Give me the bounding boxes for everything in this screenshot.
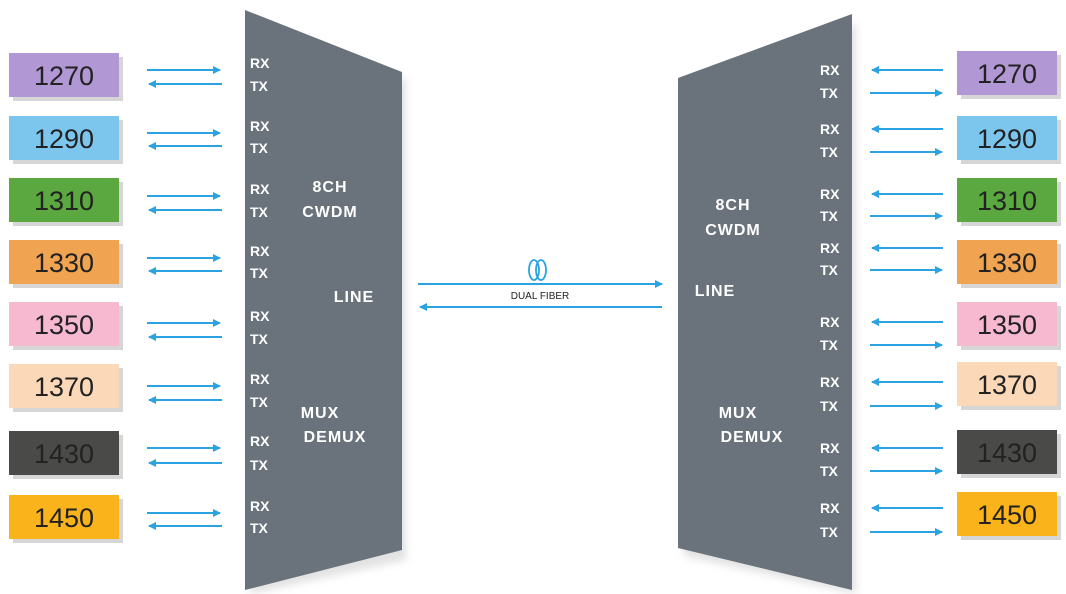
left-wavelength-label: 1370 (34, 372, 94, 402)
left-rx-label: RX (250, 55, 270, 71)
left-channel-1430: 1430 RX TX (9, 431, 270, 479)
left-tx-label: TX (250, 394, 269, 410)
right-channel-1330: 1330 RX TX (820, 240, 1061, 288)
right-tx-label: TX (820, 208, 839, 224)
right-mux-demux: DEMUX (721, 429, 784, 446)
right-channel-1370: 1370 RX TX (820, 362, 1061, 414)
right-channel-1450: 1450 RX TX (820, 492, 1061, 540)
right-tx-label: TX (820, 337, 839, 353)
right-rx-label: RX (820, 500, 840, 516)
left-wavelength-box (9, 431, 119, 475)
right-wavelength-label: 1350 (977, 310, 1037, 340)
left-wavelength-label: 1430 (34, 439, 94, 469)
left-wavelength-box (9, 178, 119, 222)
right-wavelength-box (957, 362, 1057, 406)
left-wavelength-box (9, 116, 119, 160)
right-tx-label: TX (820, 262, 839, 278)
left-channel-1290: 1290 RX TX (9, 116, 270, 164)
right-rx-label: RX (820, 186, 840, 202)
right-mux-body (678, 14, 852, 590)
dual-fiber-label: DUAL FIBER (511, 291, 570, 302)
right-tx-label: TX (820, 144, 839, 160)
right-wavelength-label: 1370 (977, 370, 1037, 400)
left-tx-label: TX (250, 78, 269, 94)
right-channel-1350: 1350 RX TX (820, 302, 1061, 353)
left-wavelength-box (9, 240, 119, 284)
right-wavelength-box (957, 116, 1057, 160)
right-channel-1430: 1430 RX TX (820, 430, 1061, 479)
right-wavelength-box (957, 430, 1057, 474)
right-wavelength-label: 1430 (977, 438, 1037, 468)
right-wavelength-box (957, 240, 1057, 284)
left-rx-label: RX (250, 243, 270, 259)
left-tx-label: TX (250, 457, 269, 473)
left-wavelength-label: 1310 (34, 186, 94, 216)
right-channel-1270: 1270 RX TX (820, 51, 1061, 101)
right-rx-label: RX (820, 62, 840, 78)
right-tx-label: TX (820, 524, 839, 540)
left-wavelength-label: 1450 (34, 503, 94, 533)
left-tx-label: TX (250, 140, 269, 156)
right-channels: 1270RXTX1290RXTX1310RXTX1330RXTX1350RXTX… (820, 51, 1061, 540)
right-wavelength-label: 1310 (977, 186, 1037, 216)
right-rx-label: RX (820, 121, 840, 137)
left-wavelength-box (9, 302, 119, 346)
left-tx-label: TX (250, 331, 269, 347)
right-channel-1290: 1290 RX TX (820, 116, 1061, 164)
fiber-loop-icon (528, 259, 547, 281)
left-wavelength-box (9, 495, 119, 539)
left-wavelength-box (9, 53, 119, 97)
right-wavelength-box (957, 51, 1057, 95)
left-tx-label: TX (250, 204, 269, 220)
right-rx-label: RX (820, 240, 840, 256)
right-wavelength-label: 1330 (977, 248, 1037, 278)
left-channel-1330: 1330 RX TX (9, 240, 270, 288)
right-rx-label: RX (820, 374, 840, 390)
left-channel-1370: 1370 RX TX (9, 364, 270, 412)
left-rx-label: RX (250, 371, 270, 387)
right-wavelength-label: 1270 (977, 59, 1037, 89)
right-mux-cwdm: CWDM (705, 222, 761, 239)
left-wavelength-label: 1350 (34, 310, 94, 340)
left-mux-body (245, 10, 402, 590)
left-mux-8ch: 8CH (312, 179, 347, 196)
right-tx-label: TX (820, 85, 839, 101)
left-rx-label: RX (250, 181, 270, 197)
right-tx-label: TX (820, 463, 839, 479)
left-mux-cwdm: CWDM (302, 204, 358, 221)
left-channel-1350: 1350 RX TX (9, 302, 270, 350)
left-rx-label: RX (250, 308, 270, 324)
left-tx-label: TX (250, 265, 269, 281)
right-wavelength-box (957, 302, 1057, 346)
right-wavelength-box (957, 492, 1057, 536)
left-mux-mux: MUX (301, 405, 340, 422)
left-wavelength-label: 1290 (34, 124, 94, 154)
left-channel-1270: 1270 RX TX (9, 53, 270, 101)
left-wavelength-label: 1270 (34, 61, 94, 91)
left-tx-label: TX (250, 520, 269, 536)
right-tx-label: TX (820, 398, 839, 414)
left-rx-label: RX (250, 118, 270, 134)
right-wavelength-label: 1450 (977, 500, 1037, 530)
right-rx-label: RX (820, 440, 840, 456)
left-mux-line: LINE (334, 289, 374, 306)
right-mux-8ch: 8CH (715, 197, 750, 214)
right-mux-mux: MUX (719, 405, 758, 422)
left-mux-demux: DEMUX (304, 429, 367, 446)
left-rx-label: RX (250, 433, 270, 449)
right-wavelength-label: 1290 (977, 124, 1037, 154)
left-channel-1450: 1450 RX TX (9, 495, 270, 543)
right-rx-label: RX (820, 314, 840, 330)
left-wavelength-label: 1330 (34, 248, 94, 278)
right-wavelength-box (957, 178, 1057, 222)
right-channel-1310: 1310 RX TX (820, 178, 1061, 226)
left-rx-label: RX (250, 498, 270, 514)
right-mux-line: LINE (695, 283, 735, 300)
left-wavelength-box (9, 364, 119, 408)
left-channel-1310: 1310 RX TX (9, 178, 270, 226)
